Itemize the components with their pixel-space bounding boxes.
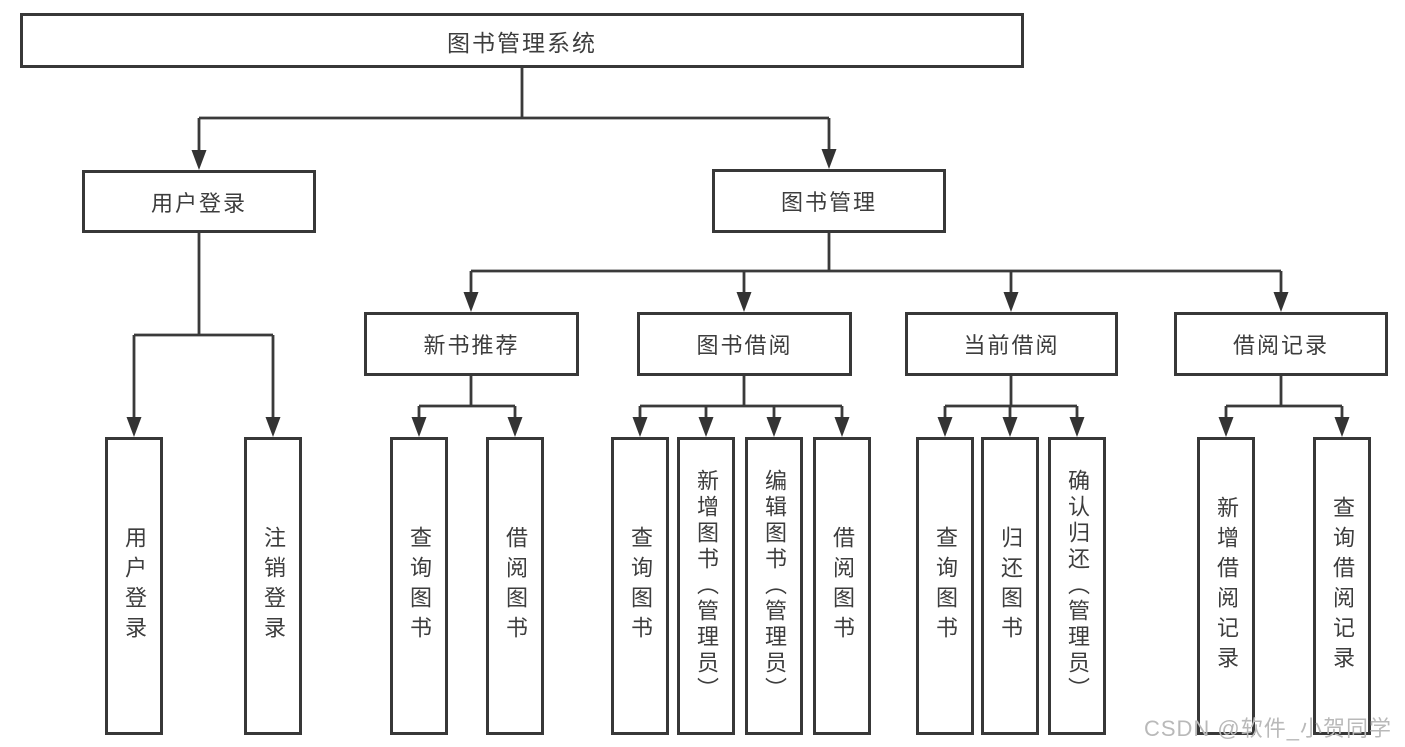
connector-book-mgmt-to-level3 (463, 233, 1289, 312)
arrowhead-icon (766, 417, 782, 437)
arrowhead-icon (1218, 417, 1234, 437)
connector-borrowing-children (632, 376, 850, 437)
arrowhead-icon (411, 417, 427, 437)
arrowhead-icon (1002, 417, 1018, 437)
arrowhead-icon (1069, 417, 1085, 437)
arrowhead-icon (191, 150, 207, 170)
node-query-books-current: 查询图书 (916, 437, 974, 735)
node-query-books-recommend: 查询图书 (390, 437, 448, 735)
line (638, 376, 844, 420)
arrowhead-icon (1273, 292, 1289, 312)
node-borrow-books-borrowing: 借阅图书 (813, 437, 871, 735)
arrowhead-icon (463, 292, 479, 312)
arrowhead-icon (937, 417, 953, 437)
connector-root-to-level2 (191, 68, 837, 170)
arrowhead-icon (1003, 292, 1019, 312)
node-borrow-books-recommend: 借阅图书 (486, 437, 544, 735)
arrowhead-icon (265, 417, 281, 437)
line (469, 233, 1283, 295)
node-add-borrow-record: 新增借阅记录 (1197, 437, 1255, 735)
node-borrow-records: 借阅记录 (1174, 312, 1388, 376)
arrowhead-icon (834, 417, 850, 437)
connector-new-book-children (411, 376, 523, 437)
node-logout: 注销登录 (244, 437, 302, 735)
arrowhead-icon (736, 292, 752, 312)
arrowhead-icon (126, 417, 142, 437)
node-edit-book-admin: 编辑图书（管理员） (745, 437, 803, 735)
node-return-book: 归还图书 (981, 437, 1039, 735)
node-library-management-system: 图书管理系统 (20, 13, 1024, 68)
arrowhead-icon (632, 417, 648, 437)
node-book-borrowing: 图书借阅 (637, 312, 852, 376)
node-new-book-recommendation: 新书推荐 (364, 312, 579, 376)
connector-current-children (937, 376, 1085, 437)
node-add-book-admin: 新增图书（管理员） (677, 437, 735, 735)
node-query-borrow-record: 查询借阅记录 (1313, 437, 1371, 735)
arrowhead-icon (698, 417, 714, 437)
arrowhead-icon (821, 149, 837, 169)
line (417, 376, 517, 420)
arrowhead-icon (507, 417, 523, 437)
node-user-login: 用户登录 (82, 170, 316, 233)
connector-records-children (1218, 376, 1350, 437)
line (132, 233, 275, 420)
line (197, 68, 831, 153)
line (943, 376, 1079, 420)
line (1224, 376, 1344, 420)
node-user-login-leaf: 用户登录 (105, 437, 163, 735)
connector-user-login-children (126, 233, 281, 437)
node-book-management: 图书管理 (712, 169, 946, 233)
csdn-watermark: CSDN @软件_小贺同学 (1143, 716, 1392, 741)
node-query-books-borrowing: 查询图书 (611, 437, 669, 735)
node-confirm-return-admin: 确认归还（管理员） (1048, 437, 1106, 735)
node-current-borrowing: 当前借阅 (905, 312, 1118, 376)
arrowhead-icon (1334, 417, 1350, 437)
